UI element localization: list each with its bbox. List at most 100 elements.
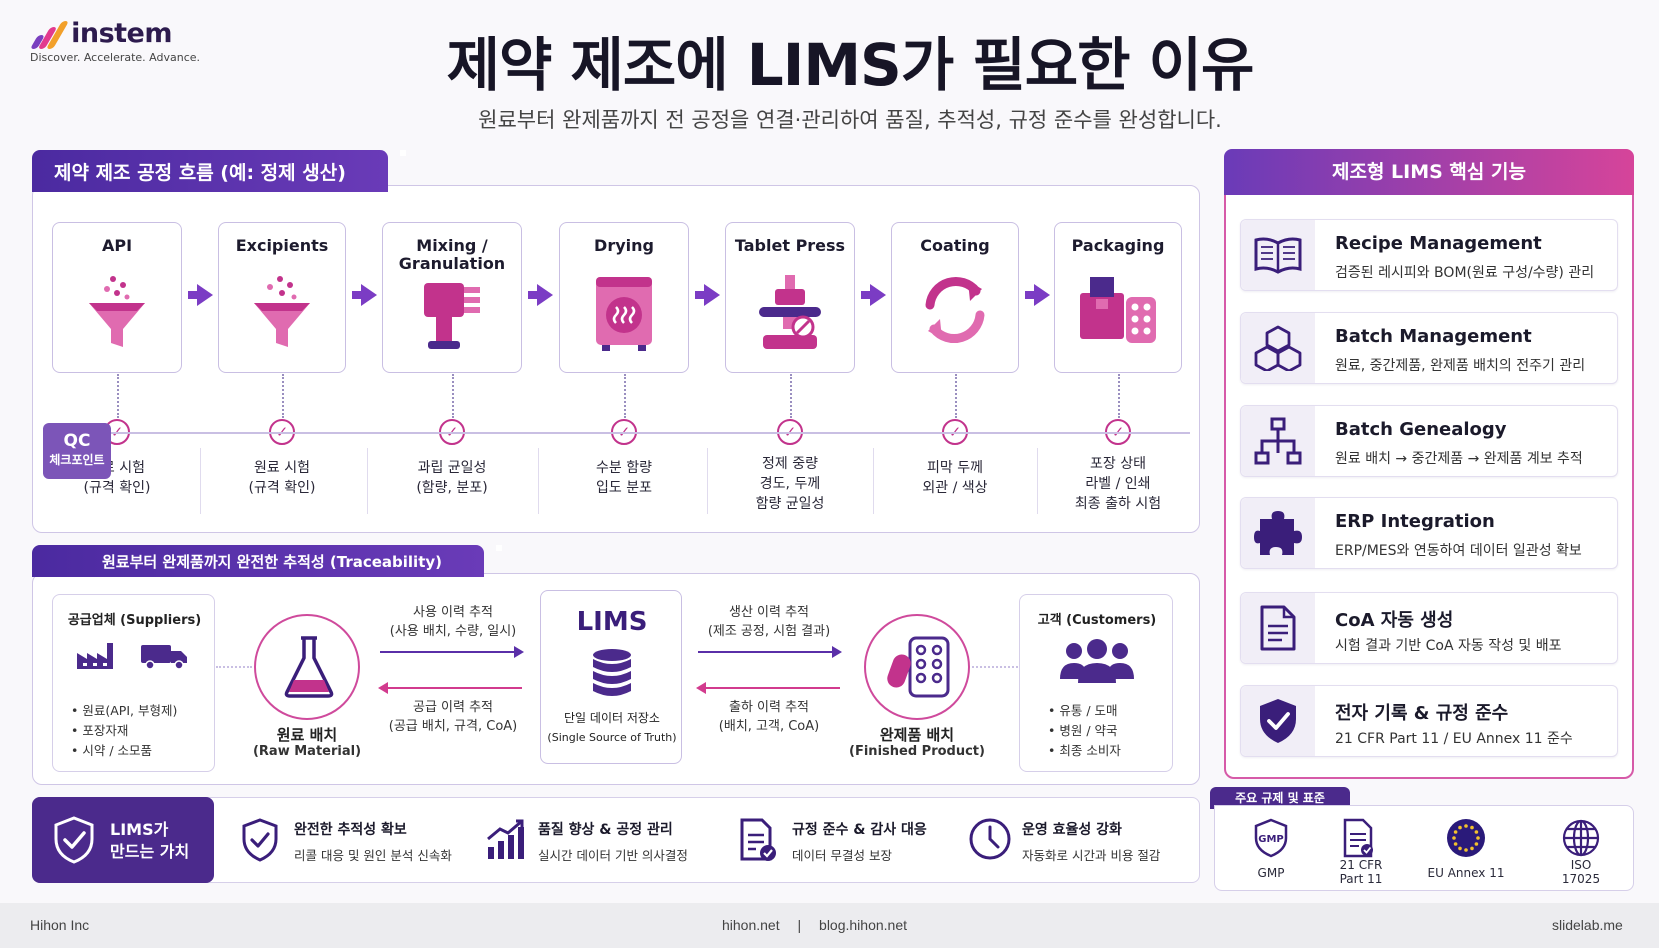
qc-separator <box>872 448 874 514</box>
step-connector <box>624 374 626 418</box>
globe-icon <box>1561 818 1601 862</box>
flow-arrow <box>695 291 705 299</box>
flow-arrow-head <box>704 284 720 306</box>
list-item: • 포장자재 <box>71 723 129 738</box>
flow-arrow <box>528 291 538 299</box>
flow-arrow <box>861 291 871 299</box>
trace-header: 원료부터 완제품까지 완전한 추적성 (Traceability) <box>32 545 502 577</box>
flow-arrow <box>1025 291 1035 299</box>
flow-arrow <box>352 291 362 299</box>
qc-line <box>110 432 1190 434</box>
flow-arrow <box>188 291 198 299</box>
people-icon <box>1060 639 1134 683</box>
supply-arrowhead <box>378 682 388 694</box>
step-name: Mixing / <box>416 236 488 255</box>
usage-label: 사용 이력 추적(사용 배치, 수량, 일시) <box>389 605 517 639</box>
finished-product-sub: (Finished Product) <box>849 744 985 759</box>
growth-chart-icon <box>484 817 526 865</box>
raw-material-node <box>254 614 360 720</box>
factory-icon <box>77 643 113 669</box>
shield-check-icon <box>1241 686 1315 756</box>
feature-title: 전자 기록 & 규정 준수 <box>1335 703 1509 724</box>
step-name-line2: Granulation <box>398 254 506 273</box>
feature-desc: 원료 배치 → 중간제품 → 완제품 계보 추적 <box>1335 451 1583 467</box>
shipping-arrow <box>704 687 840 689</box>
step-name: Coating <box>920 236 990 255</box>
qc-checkpoint-text: 원료 시험(규격 확인) <box>248 460 316 496</box>
suppliers-list: • 원료(API, 부형제) • 포장자재 • 시약 / 소모품 <box>71 701 177 761</box>
supply-label: 공급 이력 추적(공급 배치, 규격, CoA) <box>388 700 518 734</box>
database-icon <box>593 649 631 696</box>
brand-name: instem <box>71 18 172 49</box>
process-step-coating: Coating <box>891 222 1019 373</box>
standards-header: 주요 규제 및 표준 <box>1210 787 1350 809</box>
value-desc: 자동화로 시간과 비용 절감 <box>1022 848 1161 863</box>
value-title: 운영 효율성 강화 <box>1022 822 1122 838</box>
qc-label-sub: 체크포인트 <box>49 453 105 467</box>
footer-link-blog[interactable]: blog.hihon.net <box>819 917 907 933</box>
document-icon <box>1241 593 1315 663</box>
feature-desc: 검증된 레시피와 BOM(원료 구성/수량) 관리 <box>1335 265 1595 281</box>
step-name: Packaging <box>1071 236 1165 255</box>
qc-separator <box>707 448 708 514</box>
footer-right: slidelab.me <box>1552 917 1623 933</box>
flow-arrow-head <box>870 284 886 306</box>
finished-product-node <box>864 614 970 720</box>
value-bar <box>32 797 1200 883</box>
feature-title: Batch Management <box>1335 326 1532 347</box>
qc-separator <box>1036 448 1038 514</box>
process-step-excipients: Excipients <box>218 222 346 373</box>
value-desc: 실시간 데이터 기반 의사결정 <box>538 848 688 863</box>
usage-arrowhead <box>514 646 524 658</box>
step-connector <box>1118 374 1120 418</box>
footer-link-site[interactable]: hihon.net <box>722 917 780 933</box>
brand-tagline: Discover. Accelerate. Advance. <box>30 51 201 64</box>
process-step-tablet-press: Tablet Press <box>725 222 855 373</box>
customers-title: 고객 (Customers) <box>1037 613 1157 628</box>
shipping-label: 출하 이력 추적(배치, 고객, CoA) <box>718 700 820 734</box>
page-title: 제약 제조에 LIMS가 필요한 이유 <box>446 31 1255 99</box>
cubes-icon <box>1241 313 1315 383</box>
feature-title: CoA 자동 생성 <box>1335 610 1454 631</box>
customers-box: 고객 (Customers) • 유통 / 도매 • 병원 / 약국 • 최종 … <box>1019 594 1173 772</box>
dryer-icon <box>560 273 688 357</box>
feature-desc: 시험 결과 기반 CoA 자동 작성 및 배포 <box>1335 638 1562 654</box>
feature-desc: 원료, 중간제품, 완제품 배치의 전주기 관리 <box>1335 358 1586 374</box>
standard-label: EU Annex 11 <box>1427 866 1505 880</box>
standard-label: GMP <box>1257 866 1285 880</box>
page-subtitle: 원료부터 완제품까지 전 공정을 연결·관리하여 품질, 추적성, 규정 준수를… <box>478 108 1222 132</box>
qc-separator <box>199 448 201 514</box>
process-step-mixing: Mixing /Granulation <box>382 222 522 373</box>
suppliers-box: 공급업체 (Suppliers) • 원료(API, 부형제) • 포장자재 •… <box>52 594 215 772</box>
usage-arrow <box>380 651 516 653</box>
flow-arrow-head <box>361 284 377 306</box>
value-title: 규정 준수 & 감사 대응 <box>792 822 927 838</box>
list-item: • 최종 소비자 <box>1048 743 1121 758</box>
qc-separator <box>367 448 368 514</box>
step-name: Drying <box>594 236 654 255</box>
list-item: • 시약 / 소모품 <box>71 743 153 758</box>
logo-mark-icon <box>29 19 70 49</box>
truck-icon <box>141 645 187 670</box>
connector-dash <box>216 666 252 668</box>
granulator-icon <box>383 279 521 357</box>
step-name: Tablet Press <box>734 236 846 255</box>
finished-product-title: 완제품 배치 <box>879 726 955 744</box>
footer-company: Hihon Inc <box>30 917 90 933</box>
raw-material-sub: (Raw Material) <box>252 744 362 759</box>
qc-checkpoint-text: 과립 균일성(함량, 분포) <box>416 460 488 496</box>
feature-desc: ERP/MES와 연동하여 데이터 일관성 확보 <box>1335 543 1582 559</box>
customers-list: • 유통 / 도매 • 병원 / 약국 • 최종 소비자 <box>1048 701 1121 761</box>
funnel-icon <box>53 273 181 357</box>
production-label: 생산 이력 추적(제조 공정, 시험 결과) <box>707 605 831 639</box>
audit-document-icon <box>738 817 778 867</box>
step-connector <box>282 374 284 418</box>
